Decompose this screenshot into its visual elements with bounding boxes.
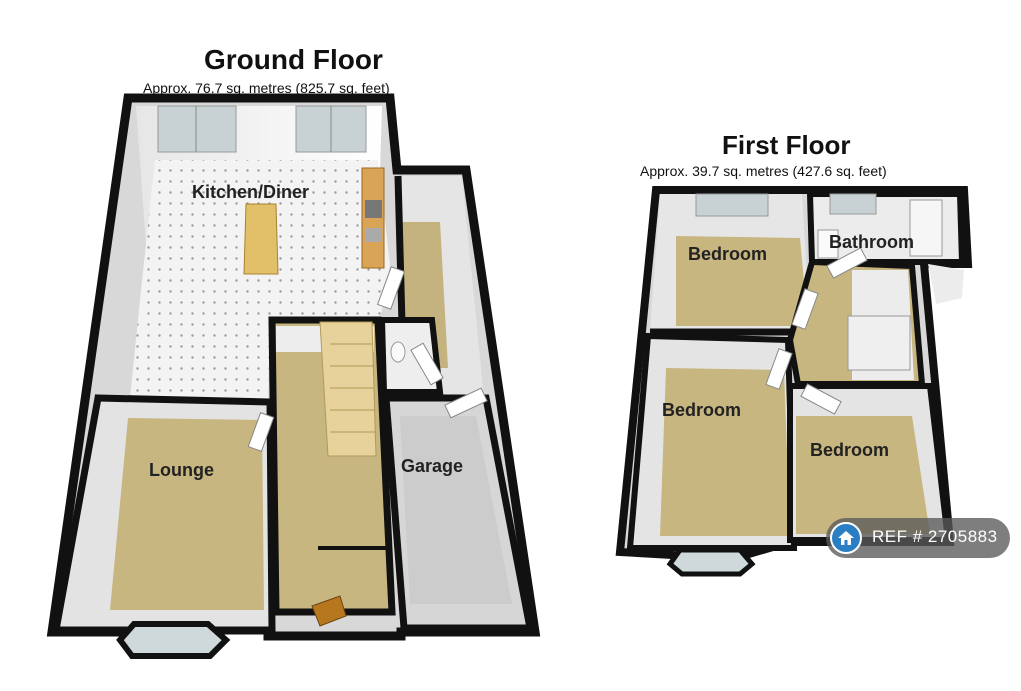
door-symbols — [247, 266, 488, 452]
kitchen-island — [243, 203, 279, 275]
bedroom-window-top — [695, 193, 769, 217]
room-label-kitchen-diner: Kitchen/Diner — [192, 182, 310, 202]
ground-floor-area: Approx. 76.7 sq. metres (825.7 sq. feet) — [143, 80, 390, 96]
ref-badge: REF # 2705883 — [826, 518, 1010, 558]
first-floor-title: First Floor — [722, 130, 851, 160]
hob — [365, 200, 382, 218]
room-label-lounge: Lounge — [149, 460, 214, 480]
staircase — [319, 321, 377, 457]
room-label-bathroom: Bathroom — [829, 232, 914, 252]
home-icon — [830, 522, 862, 554]
room-label-bedroom-right: Bedroom — [810, 440, 890, 460]
ground-floor-title: Ground Floor — [204, 44, 383, 75]
shower — [909, 199, 943, 257]
bathroom-window — [829, 193, 877, 215]
kitchen-window-left — [157, 105, 237, 153]
room-label-bedroom-top: Bedroom — [688, 244, 768, 264]
bath — [817, 229, 839, 259]
first-floor-door-symbols — [765, 247, 868, 415]
room-label-garage: Garage — [401, 456, 464, 476]
room-label-bedroom-left: Bedroom — [662, 400, 742, 420]
bedroom-bay-window — [666, 547, 756, 577]
ref-number: REF # 2705883 — [872, 527, 998, 546]
lounge-bay-window — [116, 621, 231, 659]
first-floor-area: Approx. 39.7 sq. metres (427.6 sq. feet) — [640, 163, 887, 179]
landing-banister — [847, 315, 911, 371]
ground-floor-plan — [46, 93, 541, 659]
sink — [366, 228, 381, 242]
door-mat — [311, 595, 347, 627]
first-floor-plan — [615, 186, 973, 577]
